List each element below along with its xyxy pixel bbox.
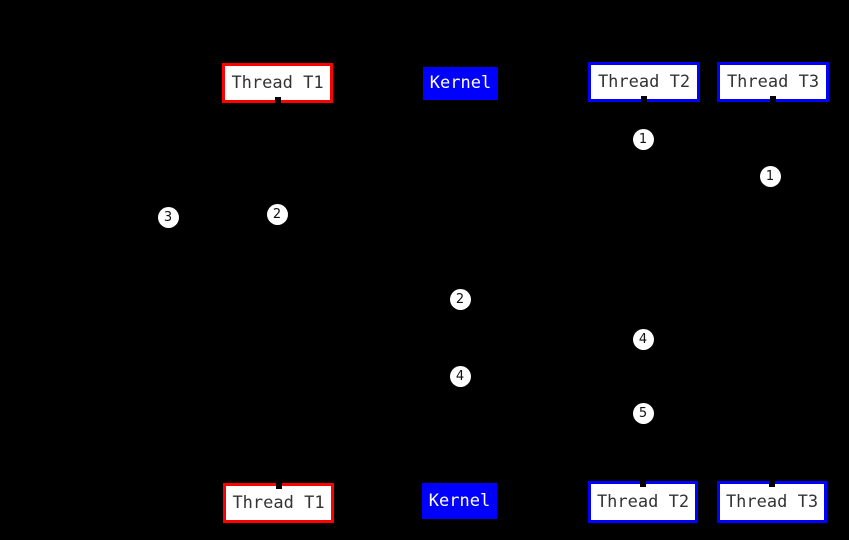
node-thread-t3-bottom: Thread T3 (717, 481, 827, 523)
step-marker-label-4: 4 (455, 368, 465, 384)
step-marker-4: 4 (632, 328, 654, 350)
node-label-thread-t3-top: Thread T3 (726, 71, 820, 92)
node-thread-t2-bottom: Thread T2 (588, 481, 698, 523)
step-marker-label-5: 5 (638, 405, 648, 421)
step-marker-1: 1 (759, 165, 781, 187)
lifeline-stub-thread-t1-bottom (275, 480, 282, 489)
lifeline-stub-thread-t2-bottom (640, 478, 646, 487)
node-thread-t1-bottom: Thread T1 (223, 483, 334, 523)
node-kernel-bottom: Kernel (422, 483, 497, 519)
step-marker-2: 2 (266, 203, 288, 225)
step-marker-3: 3 (157, 206, 179, 228)
node-label-thread-t2-bottom: Thread T2 (596, 491, 690, 512)
lifeline-stub-thread-t1-top (274, 97, 281, 106)
step-marker-1: 1 (632, 128, 654, 150)
node-label-kernel-bottom: Kernel (428, 490, 491, 511)
node-label-thread-t1-bottom: Thread T1 (232, 492, 325, 513)
step-marker-label-1: 1 (638, 131, 648, 147)
node-thread-t1-top: Thread T1 (222, 63, 333, 103)
node-label-thread-t1-top: Thread T1 (231, 72, 324, 93)
lifeline-stub-thread-t2-top (641, 96, 647, 105)
step-marker-label-1: 1 (765, 168, 775, 184)
node-label-kernel-top: Kernel (429, 73, 492, 93)
node-label-thread-t3-bottom: Thread T3 (725, 491, 819, 512)
step-marker-2: 2 (449, 288, 471, 310)
step-marker-label-4: 4 (638, 331, 648, 347)
lifeline-stub-thread-t3-top (770, 96, 776, 105)
step-marker-label-3: 3 (163, 209, 173, 225)
step-marker-4: 4 (449, 365, 471, 387)
node-label-thread-t2-top: Thread T2 (597, 71, 691, 92)
node-thread-t3-top: Thread T3 (717, 62, 829, 102)
node-kernel-top: Kernel (423, 67, 498, 100)
lifeline-stub-thread-t3-bottom (769, 478, 775, 487)
step-marker-label-2: 2 (272, 206, 282, 222)
node-thread-t2-top: Thread T2 (588, 62, 700, 102)
step-marker-label-2: 2 (455, 291, 465, 307)
step-marker-5: 5 (632, 402, 654, 424)
